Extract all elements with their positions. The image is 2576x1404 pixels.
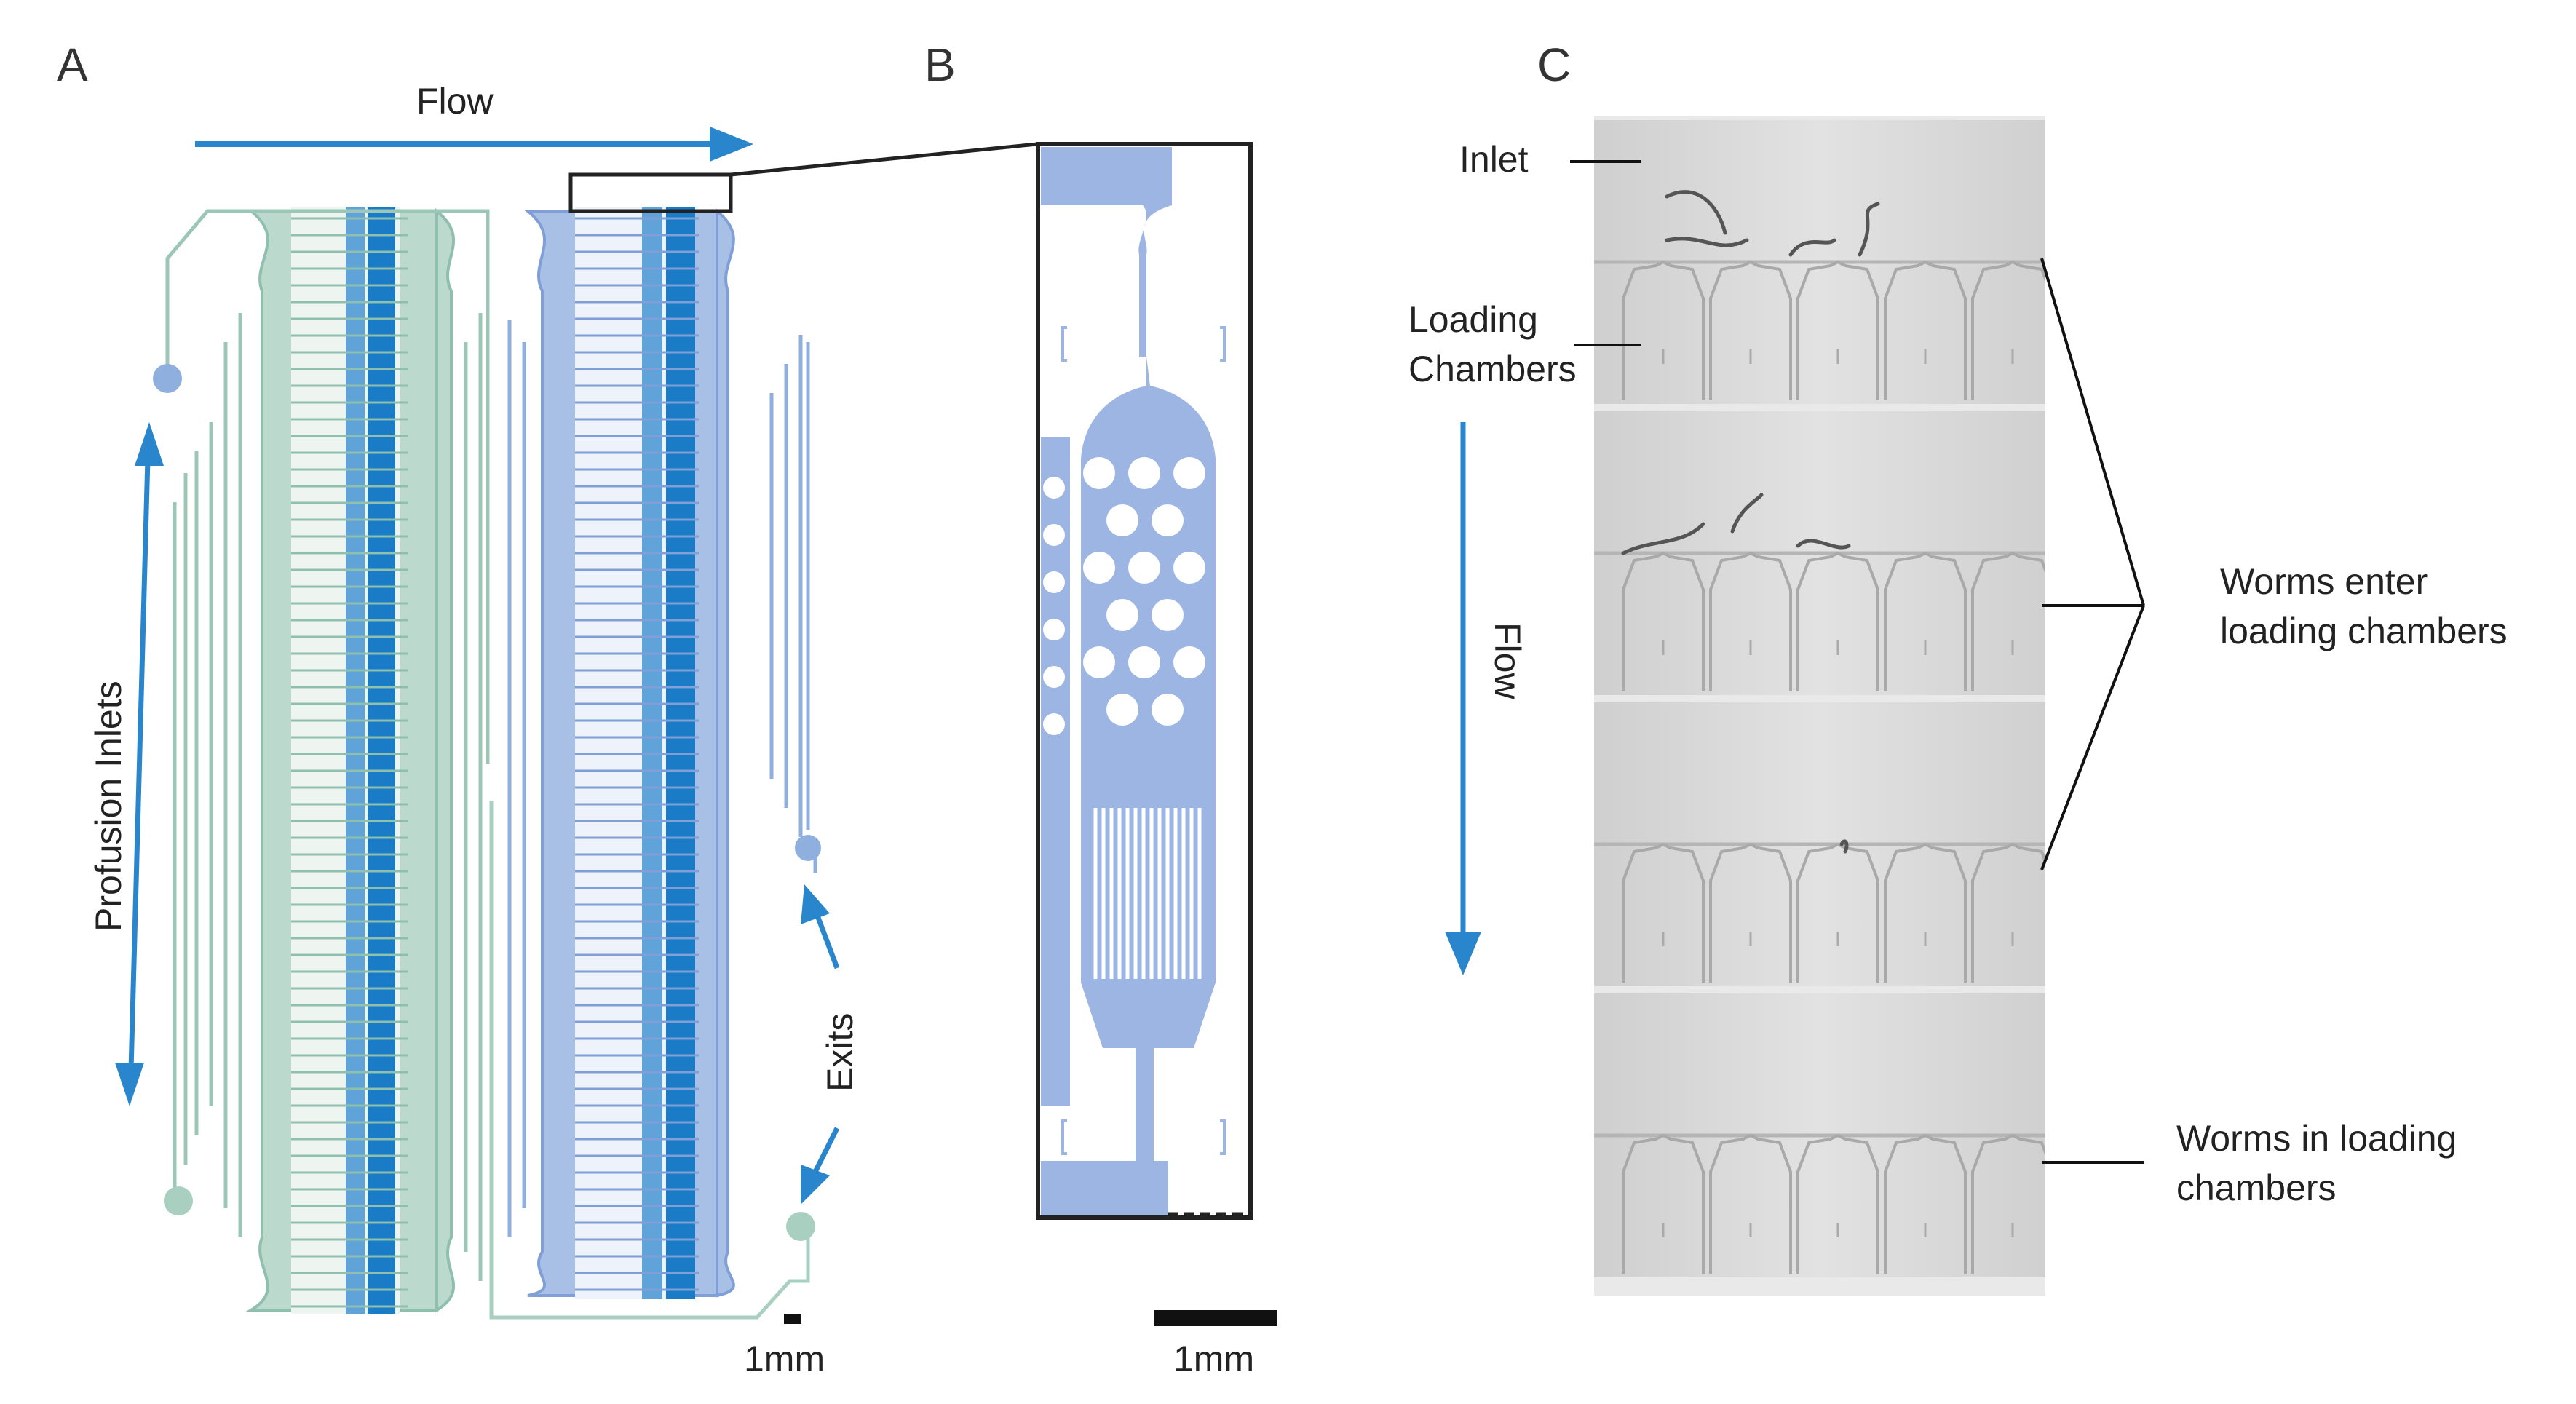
chamber-pillar [1152,504,1184,536]
panel-b-letter: B [924,39,956,91]
loading-chamber-outline [1884,551,1967,691]
loading-chamber-outline [1971,1133,2045,1274]
loading-chamber-outline [1622,1133,1705,1274]
loading-chamber-outline [1796,260,1879,400]
adjacent-pillar [1043,571,1065,593]
panel-c-flow-label: Flow [1487,622,1528,699]
chamber-pillar [1173,552,1205,584]
worms-in-label: Worms in loading chambers [2176,1114,2457,1213]
adjacent-chamber [1041,437,1070,1106]
worm [1621,522,1705,555]
loading-chamber-outline [1709,260,1792,400]
panel-a-scale-bar [784,1314,801,1324]
loading-chamber-outline [1709,842,1792,983]
chamber-pillar [1106,599,1138,631]
panel-c-letter: C [1537,39,1572,91]
loading-chamber-outline [1796,551,1879,691]
panel-a-flow-label: Flow [416,81,494,122]
loading-chamber-outline [1884,842,1967,983]
left-device [245,207,455,1314]
chamber-pillar [1152,599,1184,631]
loading-chambers-label-line1: Loading [1408,299,1538,340]
perfusion-inlets-label: Profusion Inlets [88,681,129,932]
flow-arrow [195,127,753,162]
loading-chambers-label-line2: Chambers [1408,349,1577,389]
chamber-pillar [1128,646,1160,678]
exits-arrows [801,884,840,1205]
adjacent-pillar [1043,666,1065,688]
chamber-pillar [1152,694,1184,726]
panel-b-scale-label: 1mm [1173,1338,1255,1379]
adjacent-pillar [1043,619,1065,640]
panel-b-scale-bar [1154,1310,1277,1326]
worms-enter-line1: Worms enter [2220,561,2428,602]
right-exit-channels [507,320,817,1237]
perfusion-inlets-arrow [115,422,164,1106]
panel-a-letter: A [57,39,88,91]
adjacent-pillar [1043,524,1065,546]
chamber-pillar [1083,457,1115,489]
worm [1839,839,1849,854]
chamber-pillar [1083,552,1115,584]
worm [1665,237,1749,247]
adjacent-pillar [1043,477,1065,499]
worms-enter-label: Worms enter loading chambers [2220,557,2508,656]
chamber-pillar [1106,694,1138,726]
loading-chamber-outline [1971,551,2045,691]
chamber-pillar [1173,457,1205,489]
loading-chamber-outline [1622,260,1705,400]
chamber-pillar [1173,646,1205,678]
panel-b-zoom-diagram [1036,142,1253,1220]
worms-in-line1: Worms in loading [2176,1118,2457,1159]
worm [1796,539,1851,550]
worm [1788,238,1836,257]
loading-chamber-outline [1884,1133,1967,1274]
loading-chamber-outline [1709,551,1792,691]
worm [1858,202,1880,257]
chamber-pillar [1106,504,1138,536]
worms-in-line2: chambers [2176,1167,2337,1208]
panel-a-scale-label: 1mm [744,1338,825,1379]
loading-chamber-outline [1971,260,2045,400]
left-perfusion-channels [165,209,490,1281]
loading-chamber-outline [1971,842,2045,983]
loading-chamber-outline [1709,1133,1792,1274]
zoom-region-box [568,172,733,213]
loading-chambers-label: Loading Chambers [1408,295,1577,394]
left-device-rows [291,217,408,1308]
loading-chamber-outline [1884,260,1967,400]
chamber-pillar [1083,646,1115,678]
adjacent-pillar [1043,713,1065,735]
inlet-label: Inlet [1459,139,1529,180]
worms-enter-line2: loading chambers [2220,611,2508,651]
chamber-pillar [1128,457,1160,489]
worm [1665,190,1727,235]
loading-chamber-outline [1796,842,1879,983]
loading-chamber-outline [1622,842,1705,983]
panel-a-device-diagram [115,127,1038,1324]
loading-chamber-outline [1796,1133,1879,1274]
chamber-pillar [1128,552,1160,584]
exits-label: Exits [820,1012,860,1092]
right-device-rows [575,217,699,1291]
panel-c-micrograph [1594,116,2045,1296]
loading-chamber-outline [1622,551,1705,691]
worm [1730,493,1764,534]
